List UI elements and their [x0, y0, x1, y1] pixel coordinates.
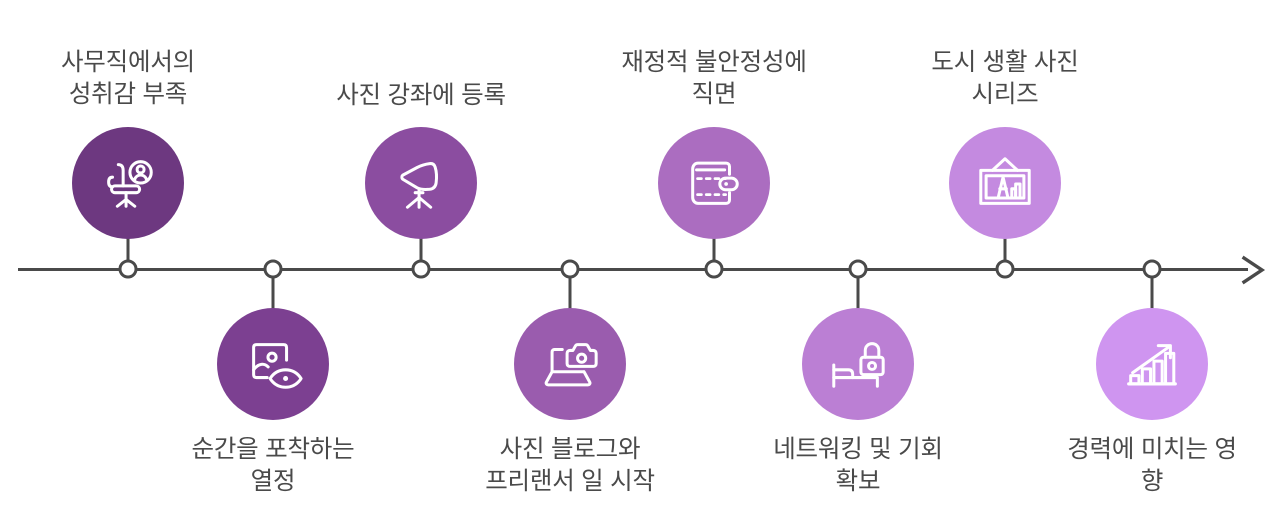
timeline-stem — [1003, 235, 1007, 271]
timeline-node-label-2: 순간을 포착하는 열정 — [191, 436, 355, 496]
timeline-node-marker-2[interactable] — [263, 259, 283, 279]
timeline-node-icon-4[interactable] — [514, 308, 626, 420]
timeline-node-marker-1[interactable] — [118, 259, 138, 279]
timeline-axis — [18, 268, 1248, 271]
timeline-node-icon-8[interactable] — [1096, 308, 1208, 420]
timeline-stem — [419, 235, 423, 271]
timeline-stem — [126, 235, 130, 271]
timeline-node-label-3: 사진 강좌에 등록 — [336, 82, 506, 109]
photo-eye-icon — [252, 343, 303, 389]
timeline-stem — [568, 269, 572, 314]
timeline-node-icon-7[interactable] — [949, 127, 1061, 239]
wallet-icon — [691, 161, 739, 205]
timeline-node-label-7: 도시 생활 사진 시리즈 — [931, 49, 1079, 109]
framed-cityscape-icon — [979, 157, 1031, 205]
timeline-node-label-4: 사진 블로그와 프리랜서 일 시작 — [485, 436, 655, 496]
timeline-node-icon-1[interactable] — [72, 127, 184, 239]
timeline-node-marker-7[interactable] — [995, 259, 1015, 279]
timeline-node-marker-3[interactable] — [411, 259, 431, 279]
timeline-stem — [271, 269, 275, 314]
timeline-node-label-5: 재정적 불안정성에 직면 — [621, 49, 807, 109]
timeline-node-label-1: 사무직에서의 성취감 부족 — [60, 49, 196, 109]
timeline-node-icon-6[interactable] — [802, 308, 914, 420]
timeline-node-marker-6[interactable] — [848, 259, 868, 279]
arrow-right-icon — [1241, 255, 1266, 285]
timeline-node-label-8: 경력에 미치는 영 향 — [1067, 436, 1237, 496]
timeline-node-icon-2[interactable] — [217, 308, 329, 420]
timeline-stem — [1150, 269, 1154, 314]
timeline-node-icon-5[interactable] — [658, 127, 770, 239]
timeline-stem — [712, 235, 716, 271]
timeline-node-icon-3[interactable] — [365, 127, 477, 239]
timeline-node-marker-8[interactable] — [1142, 259, 1162, 279]
studio-light-tripod-icon — [400, 162, 439, 209]
timeline-node-label-6: 네트워킹 및 기회 확보 — [773, 436, 943, 496]
bed-lock-icon — [832, 342, 885, 388]
office-chair-person-icon — [107, 160, 153, 208]
timeline-stem — [856, 269, 860, 314]
timeline-node-marker-5[interactable] — [704, 259, 724, 279]
growth-bar-chart-icon — [1127, 344, 1177, 386]
laptop-camera-icon — [544, 343, 598, 387]
timeline-node-marker-4[interactable] — [560, 259, 580, 279]
